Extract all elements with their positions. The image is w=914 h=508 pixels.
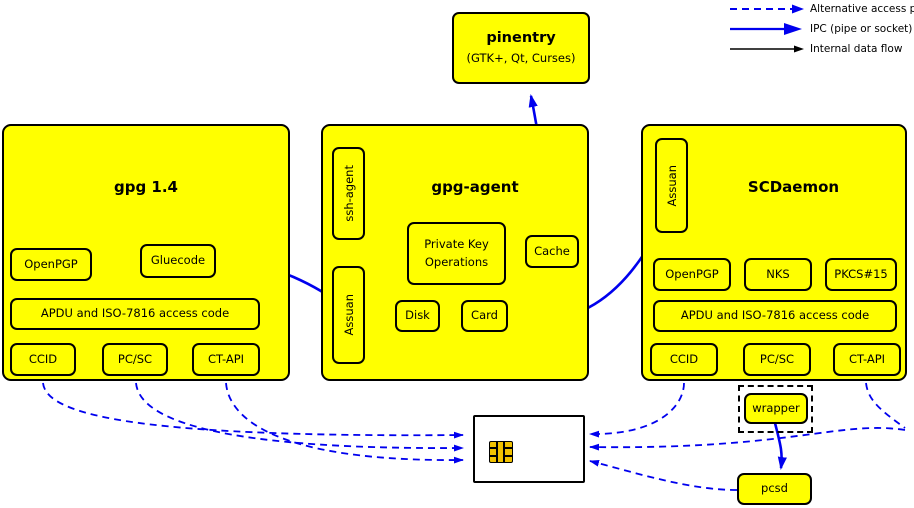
gpg-agent-pko-line2: Operations: [424, 254, 489, 269]
pcscd-label: pcsd: [761, 481, 788, 496]
gpg-agent-assuan-label: Assuan: [341, 294, 356, 336]
scdaemon-apdu-box[interactable]: APDU and ISO-7816 access code: [653, 300, 897, 332]
scdaemon-nks-box[interactable]: NKS: [744, 258, 812, 291]
scdaemon-ccid-box[interactable]: CCID: [650, 343, 718, 376]
gpg-agent-pko-line1: Private Key: [424, 236, 489, 251]
scdaemon-assuan-label: Assuan: [664, 164, 679, 207]
gpg-pcsc-label: PC/SC: [117, 351, 153, 366]
scdaemon-openpgp-label: OpenPGP: [665, 266, 719, 281]
scdaemon-pcsc-label: PC/SC: [759, 351, 795, 366]
legend-item-ipc: IPC (pipe or socket): [722, 20, 914, 38]
legend: Alternative access paths IPC (pipe or so…: [722, 0, 914, 58]
gpg-agent-card-box[interactable]: Card: [461, 300, 508, 332]
gpg-agent-assuan-box[interactable]: Assuan: [332, 266, 365, 364]
scdaemon-pcsc-box[interactable]: PC/SC: [743, 343, 811, 376]
gpg-agent-ssh-agent-box[interactable]: ssh-agent: [332, 147, 365, 240]
smartcard[interactable]: [473, 415, 585, 483]
gpg-ccid-box[interactable]: CCID: [10, 343, 76, 376]
scdaemon-apdu-label: APDU and ISO-7816 access code: [680, 308, 870, 323]
legend-label-ipc: IPC (pipe or socket): [810, 23, 913, 35]
gpg-apdu-label: APDU and ISO-7816 access code: [40, 306, 230, 321]
gpg-agent-disk-box[interactable]: Disk: [395, 300, 440, 332]
scdaemon-title: SCDaemon: [747, 178, 840, 196]
scdaemon-ccid-label: CCID: [669, 351, 699, 366]
scdaemon-assuan-box[interactable]: Assuan: [655, 138, 688, 233]
gpg-agent-ssh-agent-label: ssh-agent: [341, 165, 356, 222]
gpg-agent-private-key-operations-box[interactable]: Private Key Operations: [407, 222, 506, 285]
legend-glyphs: [730, 4, 804, 53]
gpg-ctapi-label: CT-API: [207, 351, 245, 366]
pcscd-box[interactable]: pcsd: [737, 473, 812, 505]
gpg-openpgp-label: OpenPGP: [24, 256, 78, 271]
alt-path-scd-ccid-to-card: [589, 382, 685, 438]
alt-path-pcscd-to-card: [589, 459, 738, 491]
wrapper-label: wrapper: [752, 400, 800, 415]
pinentry-subtitle: (GTK+, Qt, Curses): [466, 51, 576, 66]
gpg-agent-disk-label: Disk: [405, 308, 430, 323]
scdaemon-pkcs15-box[interactable]: PKCS#15: [825, 258, 897, 291]
wrapper-dashed-frame: [738, 385, 813, 433]
gpg-agent-title: gpg-agent: [431, 178, 519, 196]
alt-path-scd-ctapi-stub: [865, 382, 906, 429]
gpg-agent-cache-box[interactable]: Cache: [525, 235, 579, 268]
scdaemon-openpgp-box[interactable]: OpenPGP: [653, 258, 731, 291]
scdaemon-nks-label: NKS: [766, 266, 790, 281]
block-pinentry[interactable]: pinentry (GTK+, Qt, Curses): [452, 12, 590, 84]
smartcard-chip-icon: [489, 441, 513, 463]
alt-path-gpg-ctapi-to-card: [225, 382, 464, 464]
legend-item-internal: Internal data flow: [722, 40, 914, 58]
gpg-pcsc-box[interactable]: PC/SC: [102, 343, 168, 376]
legend-item-alt-access: Alternative access paths: [722, 0, 914, 18]
ipc-arrowhead-icon: [784, 23, 802, 35]
wrapper-box[interactable]: wrapper: [744, 393, 808, 424]
gpg-apdu-box[interactable]: APDU and ISO-7816 access code: [10, 298, 260, 330]
gpg-openpgp-box[interactable]: OpenPGP: [10, 248, 92, 281]
gpg-title: gpg 1.4: [113, 178, 178, 196]
legend-label-internal: Internal data flow: [810, 43, 903, 55]
legend-label-alt-access: Alternative access paths: [810, 3, 914, 15]
alt-access-arrowhead-icon: [792, 4, 804, 14]
scdaemon-ctapi-box[interactable]: CT-API: [833, 343, 901, 376]
gpg-ctapi-box[interactable]: CT-API: [192, 343, 260, 376]
gpg-ccid-label: CCID: [28, 351, 58, 366]
scdaemon-pkcs15-label: PKCS#15: [834, 266, 888, 281]
gpg-agent-cache-label: Cache: [534, 243, 570, 258]
gpg-gluecode-box[interactable]: Gluecode: [140, 244, 216, 278]
alt-path-gpg-ccid-to-card: [42, 382, 464, 439]
scdaemon-ctapi-label: CT-API: [848, 351, 886, 366]
gpg-agent-card-label: Card: [471, 308, 498, 323]
alt-path-gpg-pcsc-to-card: [135, 382, 464, 452]
pinentry-title: pinentry: [486, 30, 556, 47]
gpg-gluecode-label: Gluecode: [150, 253, 206, 268]
internal-arrowhead-icon: [794, 45, 804, 53]
